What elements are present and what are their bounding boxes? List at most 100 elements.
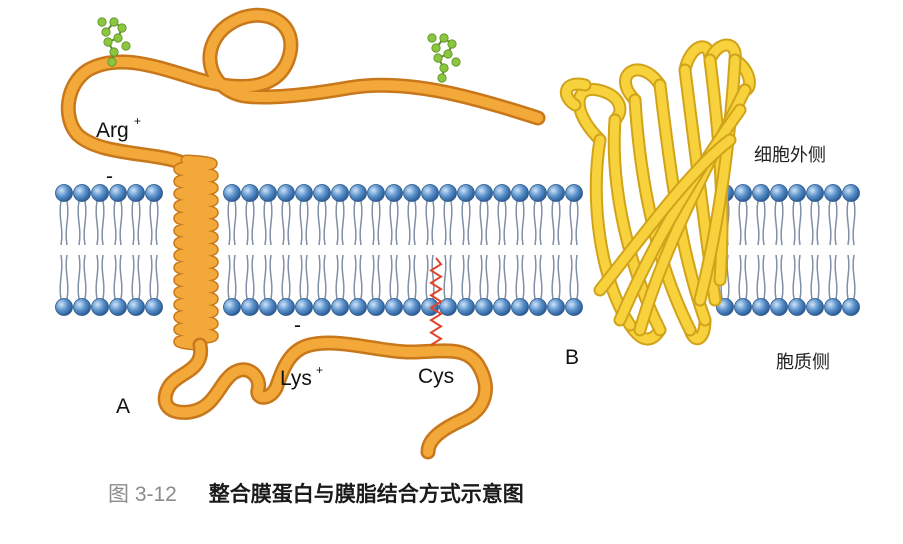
lipid-head [277,184,295,202]
lipid-tail [756,254,766,300]
protein-a-alpha-helix [174,156,218,349]
lipid-tail [443,254,453,300]
lipid-tail [227,254,237,300]
lipid-head [457,298,475,316]
beta-strand [595,135,735,295]
lipid-tail [95,200,105,246]
sugar-residue [431,43,441,53]
lipid-tail [371,200,381,246]
lipid-head [439,184,457,202]
lipid-tail [245,200,255,246]
lipid-head [55,298,73,316]
lipid-tail [335,200,345,246]
lipid-tail [497,200,507,246]
lipid-head [457,184,475,202]
lipid-tail [810,254,820,300]
lipid-tail [281,200,291,246]
lipid-tail [479,254,489,300]
lipid-head [824,298,842,316]
lipid-tail [533,200,543,246]
lipid-head [73,298,91,316]
lipid-tail [407,200,417,246]
lipid-head [127,298,145,316]
lipid-tail [569,254,579,300]
lipid-head [842,184,860,202]
lipid-tail [792,254,802,300]
lipid-tail [846,200,856,246]
lipid-tail [756,200,766,246]
sugar-residue [427,33,437,43]
lipid-head [55,184,73,202]
lipid-head [295,184,313,202]
sugar-residue [109,17,119,27]
label-cytoplasmic-side: 胞质侧 [776,352,830,373]
lipid-head [259,184,277,202]
label-extracellular-side: 细胞外侧 [754,145,826,166]
lipid-head [259,298,277,316]
lipid-head [824,184,842,202]
lipid-head [752,298,770,316]
sugar-residue [121,41,131,51]
membrane-protein-diagram: Arg + - - Lys + Cys A B 细胞外侧 胞质侧 [55,7,860,460]
figure-number: 图 3-12 [108,483,177,506]
lipid-head [547,298,565,316]
lipid-head [331,184,349,202]
lipid-tail [425,254,435,300]
lipid-head [493,184,511,202]
lipid-head [91,184,109,202]
sugar-residue [439,33,449,43]
lipid-tail [317,254,327,300]
lipid-head [752,184,770,202]
lipid-tail [515,254,525,300]
beta-strand [621,65,665,105]
lipid-tail [479,200,489,246]
lipid-head [349,298,367,316]
lipid-tail [353,200,363,246]
label-negative-charge-top: - [106,165,113,188]
lipid-tail [95,254,105,300]
lipid-head [421,298,439,316]
beta-strand [615,105,745,325]
sugar-residue [439,63,449,73]
lipid-head [385,298,403,316]
lipid-tail [263,200,273,246]
lipid-tail [389,254,399,300]
lipid-tail [59,200,69,246]
sugar-residue [101,27,111,37]
lipid-bilayer [55,184,860,316]
lipid-head [367,298,385,316]
lipid-tail [59,254,69,300]
sugar-residue [107,57,117,67]
lipid-head [475,184,493,202]
lipid-head [475,298,493,316]
lipid-head [547,184,565,202]
lipid-head [511,184,529,202]
lipid-tail [149,254,159,300]
label-negative-charge-bottom: - [294,314,301,337]
label-panel-a: A [116,395,130,418]
lipid-head [788,184,806,202]
lipid-tail [774,254,784,300]
oligosaccharide-chain-2 [427,33,461,83]
lipid-tail [299,200,309,246]
label-arg-charge: + [134,114,141,128]
lipid-tail [461,254,471,300]
lipid-tail [335,254,345,300]
figure-caption: 图 3-12 整合膜蛋白与膜脂结合方式示意图 [108,478,524,508]
lipid-tail [353,254,363,300]
lipid-tail [774,200,784,246]
lipid-head [223,298,241,316]
lipid-tail [569,200,579,246]
sugar-residue [103,37,113,47]
lipid-tail [263,254,273,300]
lipid-tail [425,200,435,246]
lipid-tail [371,254,381,300]
label-lys: Lys [280,367,312,390]
sugar-residue [447,39,457,49]
lipid-tail [533,254,543,300]
sugar-residue [109,47,119,57]
figure-title: 整合膜蛋白与膜脂结合方式示意图 [208,482,524,506]
lipid-tail [515,200,525,246]
lipid-head [734,184,752,202]
sugar-residue [443,49,453,59]
